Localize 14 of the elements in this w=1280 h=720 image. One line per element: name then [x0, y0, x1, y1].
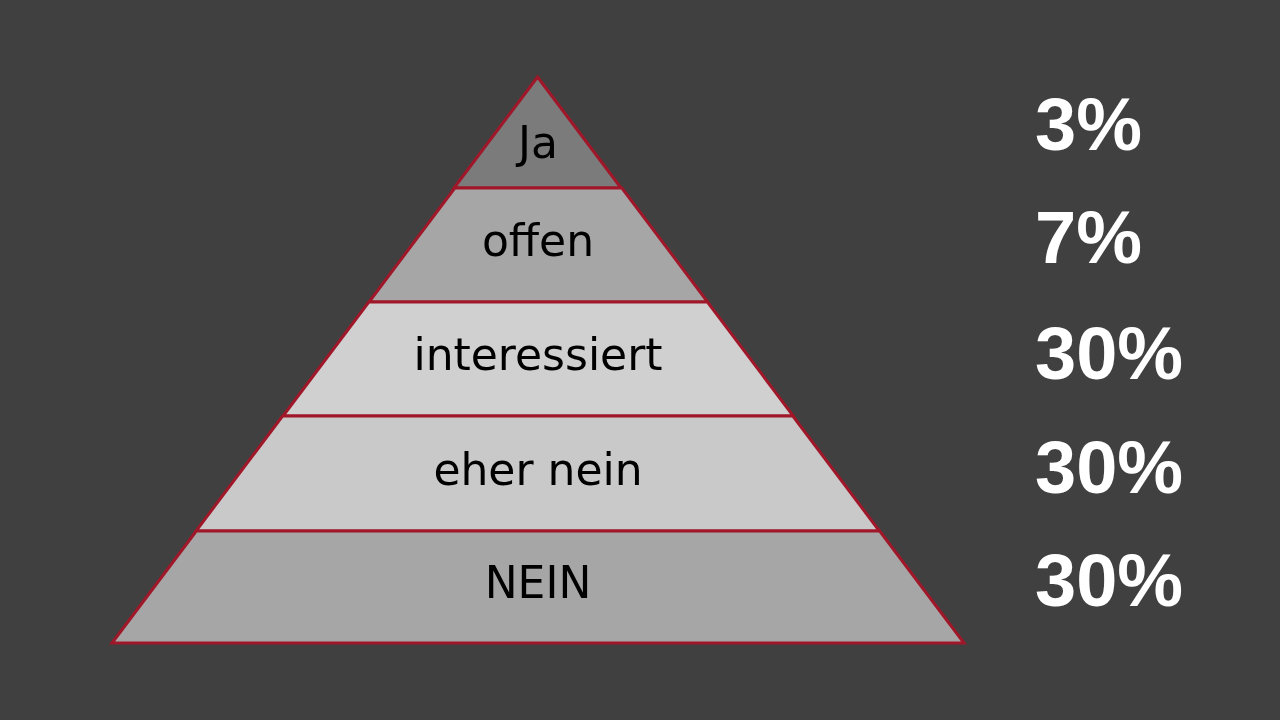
layer-label: offen: [481, 219, 595, 263]
percentage-value: 30%: [1035, 317, 1184, 391]
percentage-value: 30%: [1035, 431, 1184, 505]
pyramid-layer: [196, 416, 880, 531]
layer-label: interessiert: [413, 333, 663, 377]
layer-label: eher nein: [433, 447, 643, 492]
pyramid-layer: [282, 302, 794, 416]
pyramid-layer: [454, 77, 622, 188]
percentage-value: 3%: [1035, 88, 1142, 162]
pyramid-layer: [368, 188, 708, 302]
layer-label: NEIN: [484, 561, 592, 605]
pyramid-layer: [112, 531, 964, 643]
percentage-value: 30%: [1035, 544, 1184, 618]
percentage-value: 7%: [1035, 201, 1142, 275]
